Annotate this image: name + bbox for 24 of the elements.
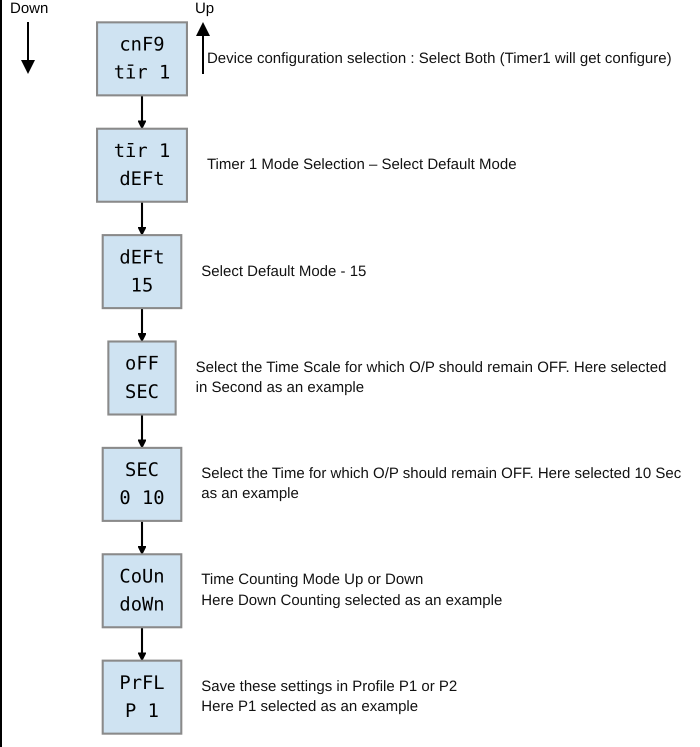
description-text: Select the Time for which O/P should remain OFF. Here selected 10 Sec as an example [201, 464, 682, 504]
description-text: Here P1 selected as an example [201, 696, 420, 717]
node-box: oFF SEC [107, 340, 177, 416]
description-text: Timer 1 Mode Selection – Select Default Mode [206, 155, 518, 176]
description-text: Here Down Counting selected as an example [201, 590, 504, 611]
description-text: Save these settings in Profile P1 or P2 [201, 676, 458, 697]
node-box: dEFt 15 [102, 234, 182, 310]
arrow [137, 308, 147, 342]
node-box: SEC 0 10 [102, 446, 182, 522]
arrow [137, 95, 147, 130]
arrow [137, 627, 147, 662]
description-text: Device configuration selection : Select Both (Timer1 will get configure) [206, 48, 673, 69]
arrow [137, 202, 147, 236]
direction-label: Down [10, 0, 48, 17]
node-box: CoUn doWn [102, 553, 182, 628]
description-text: Select Default Mode - 15 [201, 262, 368, 282]
description-text: Time Counting Mode Up or Down [201, 570, 424, 590]
node-box: cnF9 tīr 1 [96, 21, 188, 96]
arrow [137, 414, 147, 448]
node-box: tīr 1 dEFt [96, 128, 188, 203]
direction-label: Up [194, 0, 214, 17]
description-text: Select the Time Scale for which O/P should remain OFF. Here selected in Second as an example [196, 358, 668, 398]
node-box: PrFL P 1 [102, 660, 182, 735]
arrow [137, 520, 147, 555]
